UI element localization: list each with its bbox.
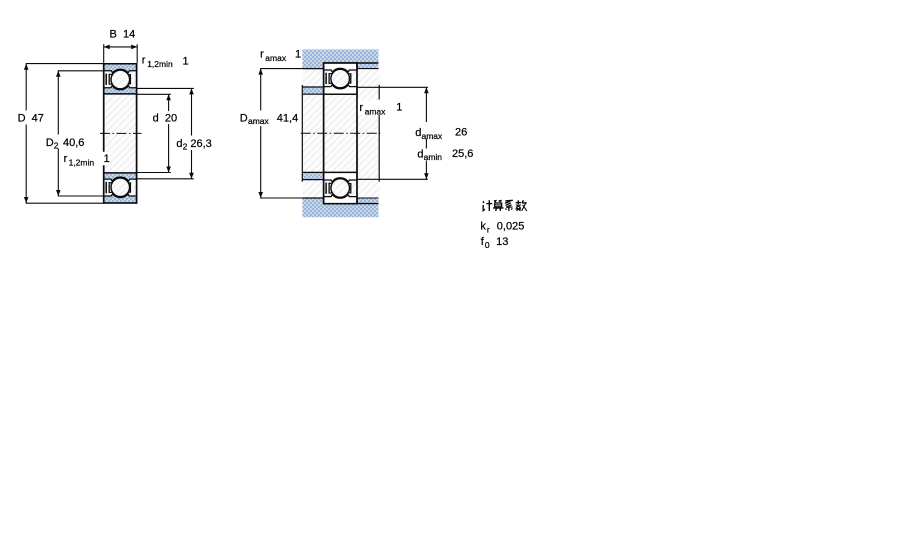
svg-text:D: D	[46, 137, 54, 149]
svg-text:d: d	[417, 148, 423, 160]
svg-text:amax: amax	[265, 53, 287, 63]
svg-text:25,6: 25,6	[452, 148, 473, 160]
svg-text:d 20: d 20	[153, 112, 177, 124]
svg-text:amax: amax	[248, 116, 270, 126]
svg-text:0: 0	[485, 240, 490, 250]
svg-text:1: 1	[396, 102, 402, 114]
svg-text:2: 2	[54, 140, 59, 150]
svg-text:1: 1	[183, 55, 189, 67]
svg-text:r: r	[359, 102, 363, 114]
svg-text:r: r	[260, 49, 264, 61]
svg-text:amax: amax	[365, 107, 387, 117]
svg-text:26,3: 26,3	[190, 138, 211, 150]
svg-text:13: 13	[496, 236, 508, 248]
svg-text:amax: amax	[422, 131, 444, 141]
svg-text:f: f	[481, 236, 485, 248]
svg-text:r: r	[64, 153, 68, 165]
svg-text:1: 1	[295, 48, 301, 60]
svg-text:D 47: D 47	[18, 113, 44, 125]
svg-text:41,4: 41,4	[277, 113, 298, 125]
svg-text:d: d	[176, 138, 182, 150]
svg-text:D: D	[240, 113, 248, 125]
svg-text:B 14: B 14	[110, 29, 136, 41]
svg-text:d: d	[415, 127, 421, 139]
svg-text:0,025: 0,025	[497, 221, 525, 233]
svg-text:amin: amin	[424, 152, 443, 162]
svg-text:1: 1	[104, 153, 110, 165]
svg-text:26: 26	[455, 127, 467, 139]
svg-text:1,2min: 1,2min	[69, 157, 95, 167]
svg-text:r: r	[142, 54, 146, 66]
svg-text:k: k	[480, 220, 486, 232]
svg-text:1,2min: 1,2min	[147, 59, 173, 69]
svg-text:40,6: 40,6	[63, 137, 84, 149]
svg-text:r: r	[487, 224, 490, 234]
svg-text:2: 2	[183, 141, 188, 151]
